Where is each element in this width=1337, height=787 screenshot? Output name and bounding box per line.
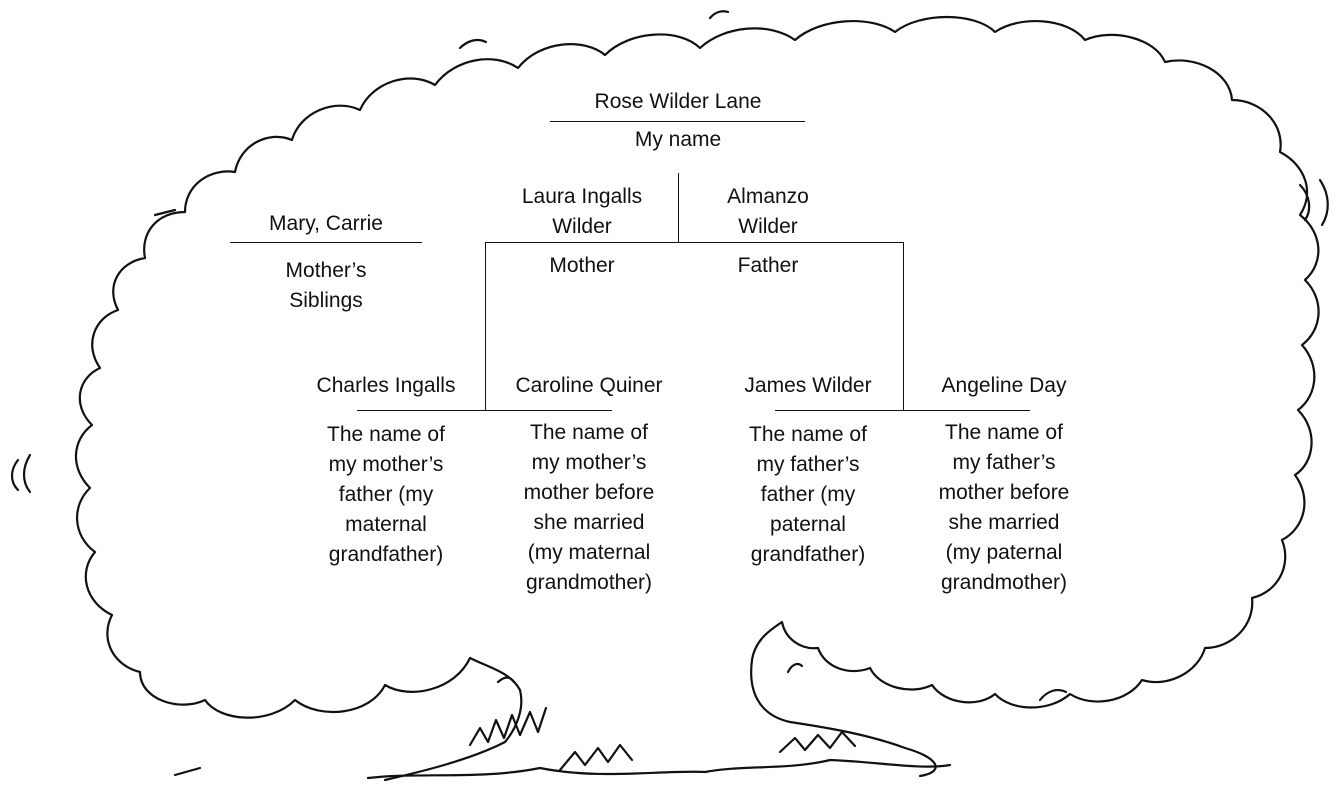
maternal-grandparents-line <box>357 410 612 411</box>
self-name: Rose Wilder Lane <box>594 90 762 113</box>
self-caption: My name <box>634 128 722 151</box>
siblings-names: Mary, Carrie <box>269 212 383 235</box>
paternal-grandmother-caption: The name of my father’s mother before sh… <box>938 421 1070 594</box>
paternal-grandparents-line <box>775 410 1030 411</box>
paternal-grandfather-name: James Wilder <box>744 374 872 397</box>
maternal-grandfather-name: Charles Ingalls <box>316 374 456 397</box>
bark-mark-2 <box>786 662 804 674</box>
paternal-grandmother-name: Angeline Day <box>941 374 1067 397</box>
maternal-stem <box>485 242 486 410</box>
paternal-stem <box>903 242 904 410</box>
parents-stem <box>678 173 679 243</box>
accent-tick-9 <box>173 766 202 777</box>
siblings-caption: Mother’s Siblings <box>285 259 367 312</box>
accent-tick-5 <box>10 458 20 492</box>
mother-name: Laura Ingalls Wilder <box>521 185 643 238</box>
father-caption: Father <box>737 254 799 277</box>
accent-tick-8 <box>1038 689 1068 702</box>
trunk-left <box>383 656 523 782</box>
accent-tick-3 <box>1298 183 1311 222</box>
trunk-right <box>750 658 937 778</box>
ground-line <box>366 758 952 780</box>
grass-left <box>468 706 548 747</box>
bark-mark-1 <box>496 676 516 684</box>
accent-tick-1 <box>708 10 730 20</box>
mother-caption: Mother <box>549 254 615 277</box>
grass-right <box>778 730 857 754</box>
accent-tick-7 <box>153 208 177 217</box>
maternal-grandmother-name: Caroline Quiner <box>515 374 663 397</box>
father-name: Almanzo Wilder <box>727 185 809 238</box>
accent-tick-6 <box>22 453 32 494</box>
parents-line <box>485 242 903 243</box>
maternal-grandfather-caption: The name of my mother’s father (my mater… <box>327 423 445 566</box>
maternal-grandmother-caption: The name of my mother’s mother before sh… <box>523 421 655 594</box>
accent-tick-4 <box>1318 178 1329 227</box>
paternal-grandfather-caption: The name of my father’s father (my pater… <box>749 423 867 566</box>
grass-middle <box>558 743 634 772</box>
canopy-outline <box>74 16 1320 719</box>
accent-tick-2 <box>458 38 488 50</box>
self-underline <box>550 121 805 122</box>
siblings-underline <box>230 242 422 243</box>
